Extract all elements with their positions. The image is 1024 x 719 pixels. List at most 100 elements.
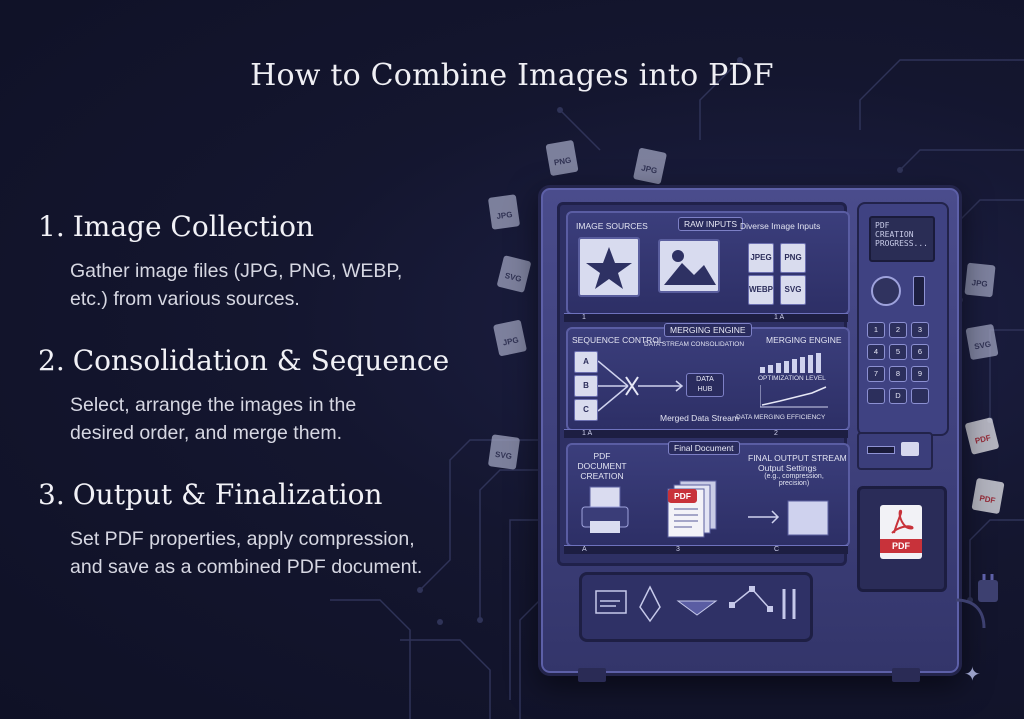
- sparkle-icon: ✦: [964, 664, 981, 686]
- shelf-rail: A 3 C: [564, 545, 848, 554]
- step-title: Consolidation & Sequence: [72, 344, 450, 377]
- keypad-key[interactable]: 4: [867, 344, 885, 360]
- shelf-label: OPTIMIZATION LEVEL: [758, 375, 826, 382]
- control-panel: PDF CREATION PROGRESS... 1 2 3 4 5 6 7 8…: [857, 202, 949, 436]
- machine-foot-left: [578, 668, 606, 682]
- pdf-output-label: PDF: [880, 539, 922, 553]
- webp-file-icon: WEBP: [748, 275, 774, 305]
- step-description-line: Select, arrange the images in the: [70, 394, 357, 416]
- shelf-label: SEQUENCE CONTROL: [572, 335, 664, 345]
- step-heading: 1.Image Collection: [38, 210, 478, 243]
- shelf-tag: Final Document: [668, 441, 740, 455]
- shelf-tag: MERGING ENGINE: [664, 323, 752, 337]
- keypad-key[interactable]: 2: [889, 322, 907, 338]
- rail-number: 1: [582, 314, 586, 321]
- shelf-label: Output Settings: [758, 463, 817, 473]
- printer-icon: [581, 486, 629, 533]
- step-heading: 3.Output & Finalization: [38, 478, 478, 511]
- keypad-key[interactable]: 1: [867, 322, 885, 338]
- step-description-line: Set PDF properties, apply compression,: [70, 528, 415, 550]
- rail-number: C: [774, 546, 780, 553]
- progress-screen: PDF CREATION PROGRESS...: [869, 216, 935, 262]
- display-glass: IMAGE SOURCES RAW INPUTS Diverse Image I…: [557, 202, 850, 566]
- shelf-consolidation: SEQUENCE CONTROL MERGING ENGINE DATA STR…: [566, 323, 850, 431]
- shelf-output: PDF DOCUMENT CREATION Final Document FIN…: [566, 441, 850, 547]
- floating-jpg-file-icon: JPG: [487, 194, 521, 230]
- shelf-label: MERGING ENGINE: [766, 335, 842, 345]
- step-number: 1.: [38, 210, 65, 243]
- rail-number: 3: [676, 546, 680, 553]
- step-title: Output & Finalization: [72, 478, 383, 511]
- floating-svg-file-icon: SVG: [487, 434, 521, 470]
- shelf-label: PDF DOCUMENT CREATION: [577, 451, 627, 481]
- sequence-image-c: C: [574, 399, 598, 421]
- rail-number: 1 A: [774, 314, 785, 321]
- keypad-key[interactable]: 5: [889, 344, 907, 360]
- shelf-label: FINAL OUTPUT STREAM: [748, 453, 847, 463]
- shelf-label: (e.g., compression, precision): [764, 473, 824, 487]
- rail-number: 1 A: [582, 430, 593, 437]
- coin-slot-dial[interactable]: [871, 276, 901, 306]
- keypad-key[interactable]: 3: [911, 322, 929, 338]
- rail-number: A: [582, 546, 587, 553]
- keypad-key[interactable]: [867, 388, 885, 404]
- shelf-label: IMAGE SOURCES: [576, 221, 648, 231]
- pdf-vending-machine: IMAGE SOURCES RAW INPUTS Diverse Image I…: [538, 185, 962, 676]
- step-number: 2.: [38, 344, 65, 377]
- rail-number: 2: [774, 430, 778, 437]
- photo-stack-icon: [658, 239, 720, 293]
- step-heading: 2.Consolidation & Sequence: [38, 344, 478, 377]
- keypad-key[interactable]: 6: [911, 344, 929, 360]
- merge-arrows-icon: [598, 360, 684, 412]
- pdf-document-stack-icon: [667, 480, 717, 538]
- optimization-bars-icon: [760, 353, 821, 373]
- keypad-key[interactable]: 7: [867, 366, 885, 382]
- shelf-rail: 1 A 2: [564, 429, 848, 438]
- efficiency-chart-icon: [760, 385, 828, 408]
- keypad-key[interactable]: D: [889, 388, 907, 404]
- sequence-image-a: A: [574, 351, 598, 373]
- tool-panel: [579, 572, 813, 642]
- keypad-key[interactable]: [911, 388, 929, 404]
- keypad-key[interactable]: 8: [889, 366, 907, 382]
- step-3: 3.Output & Finalization Set PDF properti…: [38, 478, 478, 581]
- shelf-label: DATA STREAM CONSOLIDATION: [644, 341, 745, 348]
- bill-slot[interactable]: [913, 276, 925, 306]
- shelf-label: Diverse Image Inputs: [740, 221, 821, 231]
- star-image-icon: [578, 237, 640, 297]
- design-tools-icon: [595, 585, 796, 623]
- pdf-acrobat-icon: [891, 509, 914, 534]
- power-plug-icon: [955, 574, 998, 629]
- shelf-rail: 1 1 A: [564, 313, 848, 322]
- output-arrow-icon: [748, 500, 829, 536]
- jpeg-file-icon: JPEG: [748, 243, 774, 273]
- step-description-line: Gather image files (JPG, PNG, WEBP,: [70, 260, 403, 282]
- pdf-label-badge: PDF: [668, 489, 697, 503]
- step-description: Set PDF properties, apply compression, a…: [70, 525, 478, 581]
- floating-svg-file-icon: SVG: [965, 323, 999, 361]
- card-reader[interactable]: [857, 432, 933, 470]
- output-pdf-document: PDF: [880, 505, 922, 559]
- page-title: How to Combine Images into PDF: [250, 58, 774, 93]
- step-description: Gather image files (JPG, PNG, WEBP, etc.…: [70, 257, 478, 313]
- step-description-line: desired order, and merge them.: [70, 422, 343, 444]
- shelf-image-collection: IMAGE SOURCES RAW INPUTS Diverse Image I…: [566, 211, 850, 315]
- keypad-key[interactable]: 9: [911, 366, 929, 382]
- step-description: Select, arrange the images in the desire…: [70, 391, 478, 447]
- shelf-label: DATA MERGING EFFICIENCY: [736, 414, 826, 421]
- shelf-label: Merged Data Stream: [660, 413, 739, 423]
- floating-pdf-file-icon: PDF: [971, 477, 1005, 515]
- machine-foot-right: [892, 668, 920, 682]
- floating-jpg-file-icon: JPG: [964, 262, 996, 298]
- step-description-line: etc.) from various sources.: [70, 288, 300, 310]
- output-tray[interactable]: PDF: [857, 486, 947, 592]
- png-file-icon: PNG: [780, 243, 806, 273]
- svg-file-icon: SVG: [780, 275, 806, 305]
- card-reader-light: [901, 442, 919, 456]
- step-2: 2.Consolidation & Sequence Select, arran…: [38, 344, 478, 447]
- step-number: 3.: [38, 478, 65, 511]
- data-hub-chip: DATA HUB: [686, 373, 724, 397]
- step-title: Image Collection: [72, 210, 314, 243]
- card-slot: [867, 446, 895, 454]
